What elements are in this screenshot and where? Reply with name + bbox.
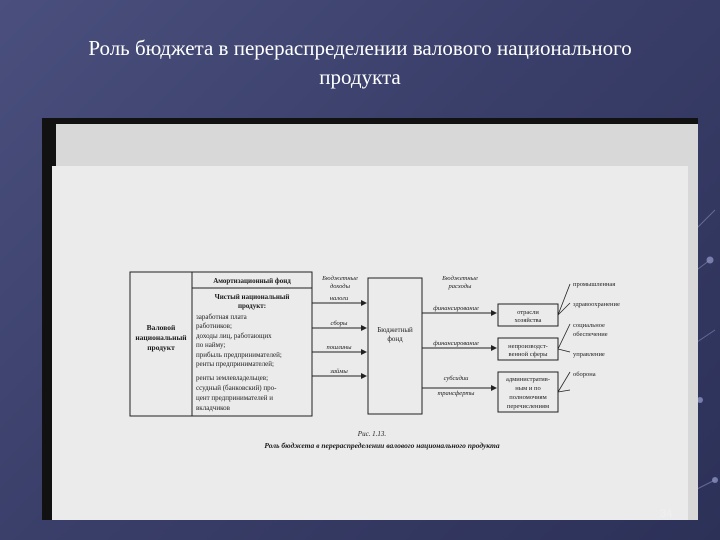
net-item: по найму; [196, 341, 225, 349]
net-product-title-2: продукт: [238, 302, 266, 310]
budget-fund-box [367, 277, 423, 415]
budget-expense-1: Бюджетные [441, 275, 478, 282]
purpose-label: обеспечение [573, 331, 608, 338]
budget-expense-2: расходы [448, 283, 472, 290]
scanned-page: Валовой национальный продукт Амортизацио… [42, 118, 698, 520]
title-line-1: Роль бюджета в перераспределении валовог… [88, 36, 632, 60]
purpose-label: здравоохранение [573, 301, 620, 308]
budget-diagram: Валовой национальный продукт Амортизацио… [129, 271, 620, 450]
recipient-1-line: отрасли [517, 309, 539, 316]
gnp-label-3: продукт [147, 343, 175, 352]
recipient-2-line: непроизводст- [508, 343, 548, 350]
budget-fund-label-1: Бюджетный [377, 326, 413, 334]
recipient-3-line: полномочиям [509, 394, 547, 401]
net-item: ренты предпринимателей; [196, 360, 274, 368]
caption-text: Роль бюджета в перераспределении валовог… [264, 441, 499, 450]
flow-out-label: финансирование [433, 340, 479, 347]
net-item: работников; [196, 322, 232, 330]
scan-page [52, 166, 688, 520]
gnp-label-2: национальный [135, 333, 187, 342]
flow-in-label: налоги [330, 295, 349, 302]
flow-in-label: пошлины [326, 344, 352, 351]
purpose-label: управление [573, 351, 605, 358]
recipient-2-line: венной сферы [509, 351, 549, 358]
depreciation-label: Амортизационный фонд [213, 277, 291, 285]
net-item: цент предпринимателей и [196, 394, 273, 402]
flow-out-label: субсидии [444, 375, 470, 382]
flow-out-label: трансферты [438, 390, 476, 397]
net-item: прибыль предпринимателей; [196, 351, 282, 359]
title-line-2: продукта [319, 65, 401, 89]
flow-in-label: займы [329, 368, 348, 375]
net-product-title-1: Чистый национальный [215, 293, 290, 301]
net-item: ссудный (банковский) про- [196, 384, 277, 392]
purpose-label: промышленная [573, 281, 615, 288]
recipient-3-line: перечислениям [507, 403, 549, 410]
budget-revenue-2: доходы [330, 283, 351, 290]
net-item: доходы лиц, работающих [196, 332, 272, 340]
net-item: заработная плата [196, 313, 248, 321]
budget-revenue-1: Бюджетные [321, 275, 358, 282]
purpose-label: социальное [573, 322, 605, 329]
recipient-3-line: ным и по [515, 385, 540, 392]
net-item: ренты землевладельцев; [196, 374, 268, 382]
recipient-3-line: административ- [506, 376, 550, 383]
page-number: 34 [660, 508, 673, 520]
purpose-fan-lines [557, 283, 571, 393]
flow-in-label: сборы [331, 320, 348, 327]
slide-title: Роль бюджета в перераспределении валовог… [20, 34, 700, 92]
caption-fig: Рис. 1.13. [357, 430, 387, 438]
gnp-label-1: Валовой [147, 323, 176, 332]
flow-out-label: финансирование [433, 305, 479, 312]
net-item: вкладчиков [196, 404, 231, 412]
budget-fund-label-2: фонд [387, 335, 403, 343]
recipient-1-line: хозяйства [515, 317, 542, 324]
purpose-label: оборона [573, 371, 596, 378]
